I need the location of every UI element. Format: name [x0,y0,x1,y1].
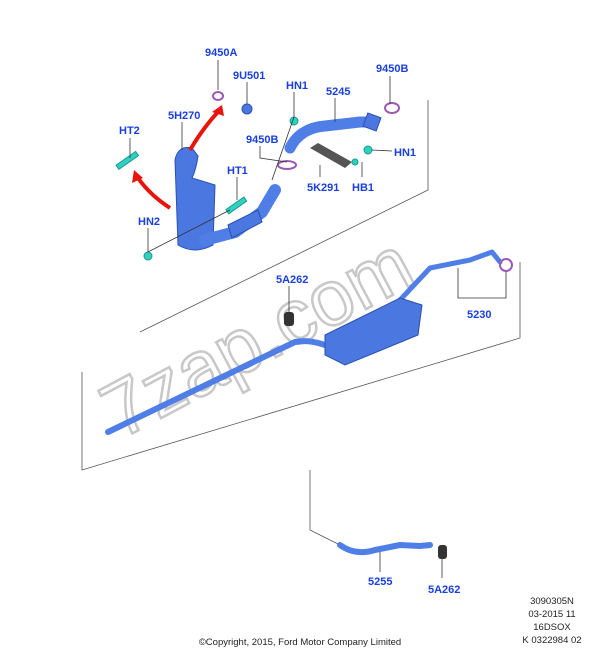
nut-hn1-right[interactable] [363,145,373,155]
bolt-hb1[interactable] [351,158,359,166]
part-label-hn2[interactable]: HN2 [138,216,160,228]
part-label-5k291[interactable]: 5K291 [307,182,339,194]
gasket-9450b[interactable] [277,160,297,170]
tail-pipe-5255[interactable] [337,542,433,556]
part-label-ht2[interactable]: HT2 [119,125,140,137]
part-label-9450a[interactable]: 9450A [205,47,237,59]
part-label-5a262[interactable]: 5A262 [276,274,308,286]
reference-engine: 16DSOX [533,622,571,633]
gasket-9450a[interactable] [212,91,224,101]
front-pipe-5245[interactable] [284,112,382,168]
part-label-hb1[interactable]: HB1 [352,182,374,194]
group-frame-upper [139,100,429,333]
clamp-5230[interactable] [499,258,513,272]
part-label-5h270[interactable]: 5H270 [168,110,200,122]
part-label-9450b-right[interactable]: 9450B [376,63,408,75]
part-label-9u501[interactable]: 9U501 [233,70,265,82]
copyright-notice: ©Copyright, 2015, Ford Motor Company Lim… [198,637,402,648]
reference-date: 03-2015 11 [528,609,576,620]
reference-number: K 0322984 02 [522,635,582,646]
muffler-assembly-5230[interactable] [105,249,503,435]
diagram-reference-info: 3090305N 03-2015 11 16DSOX K 0322984 02 [512,595,592,647]
part-label-5230[interactable]: 5230 [467,309,491,321]
clip-ht2[interactable] [115,150,140,171]
arrow-head-icon [132,170,143,183]
arrow-icon [136,176,172,210]
reference-code: 3090305N [530,596,574,607]
part-label-hn1-right[interactable]: HN1 [394,147,416,159]
part-label-9450b[interactable]: 9450B [246,134,278,146]
gasket-9450b-right[interactable] [384,102,400,114]
arrow-head-icon [212,105,224,116]
group-frame-mid [81,262,521,471]
leader-lines [129,60,507,578]
part-label-hn1[interactable]: HN1 [286,80,308,92]
part-label-ht1[interactable]: HT1 [227,165,248,177]
insulator-5a262-lower[interactable] [438,545,447,559]
part-label-5245[interactable]: 5245 [326,86,350,98]
clip-ht1[interactable] [225,196,248,215]
catalytic-converter-5h270[interactable] [174,147,281,251]
nut-hn2[interactable] [143,251,153,261]
clamp-9u501[interactable] [241,103,253,115]
group-frame-lower [309,470,341,546]
insulator-5a262[interactable] [284,312,294,326]
part-label-5a262-lower[interactable]: 5A262 [428,584,460,596]
part-label-5255[interactable]: 5255 [368,576,392,588]
